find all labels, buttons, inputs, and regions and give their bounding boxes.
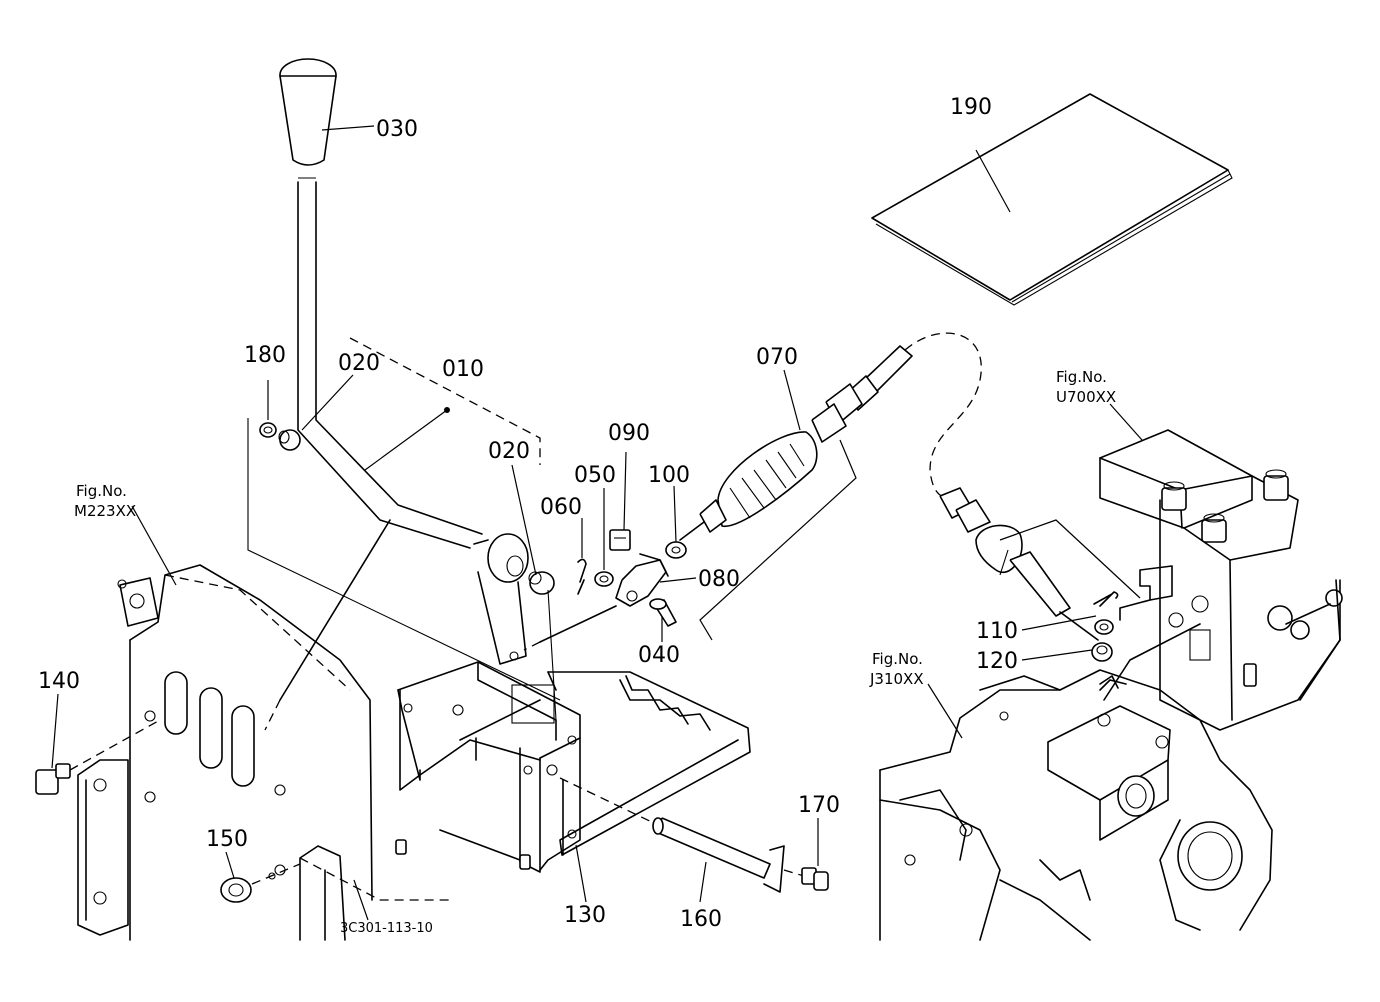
nut-150 — [220, 863, 301, 903]
governor-assembly — [1099, 429, 1343, 731]
fig-ref-j310-line2: J310XX — [869, 670, 924, 688]
bracket-130 — [395, 589, 751, 873]
label-190: 190 — [950, 95, 992, 120]
label-040: 040 — [638, 643, 680, 668]
label-130: 130 — [564, 903, 606, 928]
label-100: 100 — [648, 463, 690, 488]
left-frame — [77, 564, 450, 941]
label-160: 160 — [680, 907, 722, 932]
label-120: 120 — [976, 649, 1018, 674]
fig-ref-m223-line1: Fig.No. — [76, 482, 127, 500]
joint-parts — [523, 529, 687, 651]
fig-ref-u700-line2: U700XX — [1056, 388, 1116, 406]
manual-book — [871, 93, 1233, 306]
lever-010 — [247, 181, 561, 731]
bolt-140 — [35, 719, 161, 795]
label-140: 140 — [38, 669, 80, 694]
shaft-160 — [559, 777, 829, 893]
fig-ref-j310-line1: Fig.No. — [872, 650, 923, 668]
fig-ref-m223-line2: M223XX — [74, 502, 136, 520]
label-180: 180 — [244, 343, 286, 368]
washers-110-120 — [1091, 591, 1119, 662]
label-050: 050 — [574, 463, 616, 488]
label-080: 080 — [698, 567, 740, 592]
label-060: 060 — [540, 495, 582, 520]
drawing-code: 3C301-113-10 — [340, 921, 433, 936]
label-020-left: 020 — [338, 351, 380, 376]
label-090: 090 — [608, 421, 650, 446]
transmission-case — [879, 669, 1273, 941]
label-030: 030 — [376, 117, 418, 142]
fig-ref-u700-line1: Fig.No. — [1056, 368, 1107, 386]
label-070: 070 — [756, 345, 798, 370]
knob-030 — [279, 58, 337, 179]
figure-refs: Fig.No. M223XX Fig.No. U700XX Fig.No. J3… — [74, 368, 1116, 936]
label-010: 010 — [442, 357, 484, 382]
label-150: 150 — [206, 827, 248, 852]
leader-lines — [51, 125, 1143, 921]
label-110: 110 — [976, 619, 1018, 644]
label-170: 170 — [798, 793, 840, 818]
cable-070 — [679, 332, 1141, 641]
part-labels: 030 190 180 020 010 020 070 090 050 100 … — [38, 95, 1018, 932]
label-020-right: 020 — [488, 439, 530, 464]
